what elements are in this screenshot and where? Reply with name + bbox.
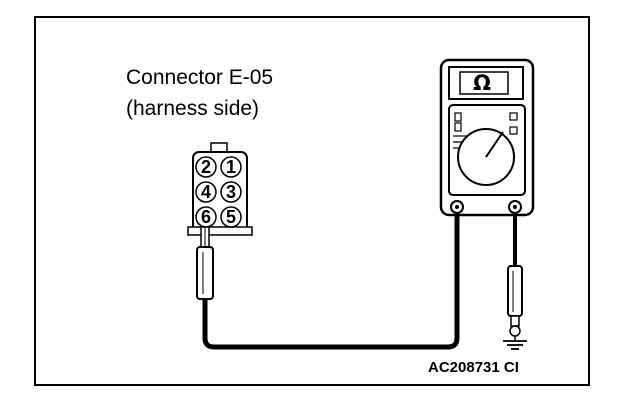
- connector-e05: [187, 142, 253, 236]
- multimeter: [439, 58, 535, 217]
- connector-subtitle: (harness side): [126, 97, 260, 120]
- test-lead-wire: [202, 209, 460, 350]
- connector-pin-label: 6: [200, 207, 211, 227]
- connector-pin-label: 5: [225, 207, 236, 227]
- connector-probe: [196, 226, 214, 300]
- connector-title: Connector E-05: [126, 66, 274, 89]
- connector-pin-label: 2: [200, 157, 211, 177]
- ground-symbol-icon: [503, 340, 527, 350]
- ohm-symbol-icon: Ω: [473, 71, 491, 95]
- connector-pin-label: 1: [225, 157, 236, 177]
- diagram-frame: [34, 16, 590, 386]
- reference-code: AC208731 CI: [428, 359, 519, 376]
- ground-lead: [507, 213, 523, 340]
- connector-pin-label: 3: [225, 182, 236, 202]
- connector-pin-label: 4: [200, 182, 211, 202]
